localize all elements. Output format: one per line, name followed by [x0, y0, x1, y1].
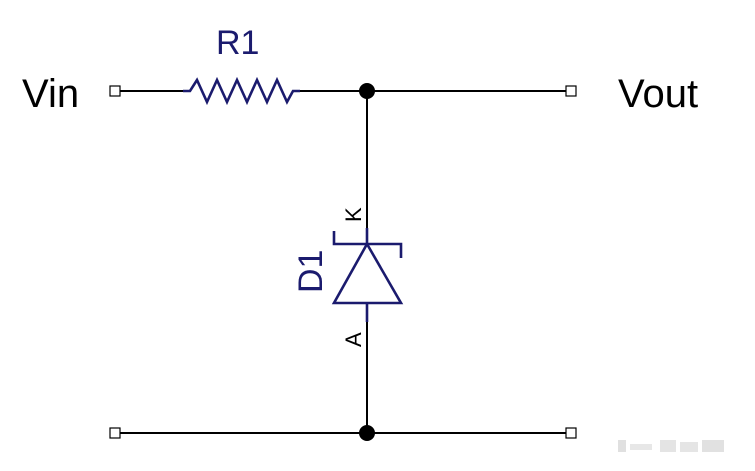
junction-dot-bottom	[359, 425, 375, 441]
vout-label: Vout	[618, 72, 698, 116]
resistor-r1-label: R1	[216, 24, 259, 62]
diode-triangle	[331, 241, 404, 305]
resistor-r1-symbol	[183, 76, 300, 106]
terminal-vin	[109, 85, 121, 97]
diode-cathode-pin-label: K	[341, 207, 366, 222]
terminal-ground-right	[565, 427, 577, 439]
diode-anode-pin-label: A	[341, 332, 366, 347]
diode-d1-label: D1	[292, 250, 330, 293]
junction-dot-top	[359, 83, 375, 99]
vin-label: Vin	[22, 72, 79, 116]
zener-diode-d1-symbol	[331, 228, 404, 322]
watermark-image	[618, 440, 724, 452]
terminal-vout	[565, 85, 577, 97]
terminal-ground-left	[109, 427, 121, 439]
